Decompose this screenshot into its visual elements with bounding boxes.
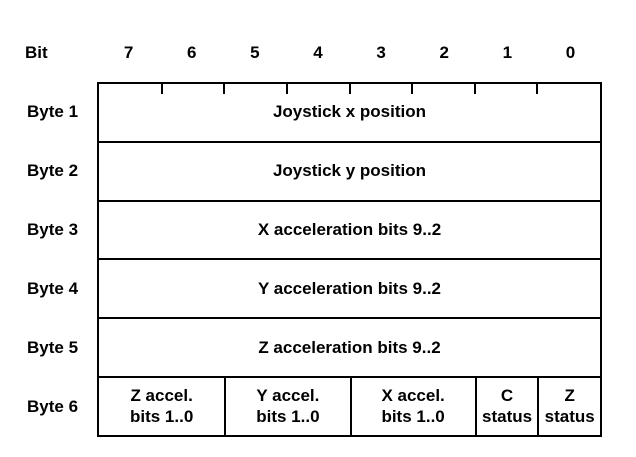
y-accel-low-bits-field: Y accel. bits 1..0 [224,378,349,435]
field-table: Joystick x position Joystick y position … [97,82,602,437]
bit-number-row: 7 6 5 4 3 2 1 0 [97,44,602,62]
bit-number-4: 4 [313,43,323,62]
bit-number-6: 6 [186,43,197,62]
joystick-x-position-field: Joystick x position [272,102,427,122]
byte-4-label: Byte 4 [27,279,79,299]
z-accel-low-bits-field: Z accel. bits 1..0 [129,385,194,426]
bit-number-3: 3 [376,43,386,62]
byte-2-row: Joystick y position [99,140,600,200]
tick-mark [536,84,539,94]
byte-6-label: Byte 6 [27,397,79,417]
tick-mark [285,84,288,94]
bit-number-1: 1 [502,43,513,62]
joystick-y-position-field: Joystick y position [272,161,427,181]
bit-boundary-ticks [99,84,600,94]
z-acceleration-field: Z acceleration bits 9..2 [258,337,441,357]
tick-mark [223,84,226,94]
bit-header-label: Bit [25,43,48,62]
z-status-field: Z status [537,378,600,435]
byte-3-label: Byte 3 [27,219,79,239]
tick-mark [473,84,476,94]
byte-4-row: Y acceleration bits 9..2 [99,258,600,317]
byte-1-row: Joystick x position [99,84,600,141]
x-acceleration-field: X acceleration bits 9..2 [257,220,442,240]
c-status-field: C status [474,378,538,435]
bit-number-5: 5 [250,43,260,62]
byte-3-row: X acceleration bits 9..2 [99,199,600,259]
byte-1-label: Byte 1 [27,101,79,121]
byte-5-label: Byte 5 [27,338,79,358]
bit-number-0: 0 [565,43,576,62]
bit-number-7: 7 [123,43,134,62]
byte-5-row: Z acceleration bits 9..2 [99,317,600,376]
bit-number-2: 2 [439,43,449,62]
byte-6-row: Z accel. bits 1..0 Y accel. bits 1..0 X … [99,376,600,435]
byte-2-label: Byte 2 [27,160,79,180]
y-acceleration-field: Y acceleration bits 9..2 [258,278,441,298]
tick-mark [348,84,351,94]
tick-mark [160,84,163,94]
tick-mark [411,84,414,94]
x-accel-low-bits-field: X accel. bits 1..0 [349,378,475,435]
byte-label-column: Byte 1 Byte 2 Byte 3 Byte 4 Byte 5 Byte … [0,82,97,437]
